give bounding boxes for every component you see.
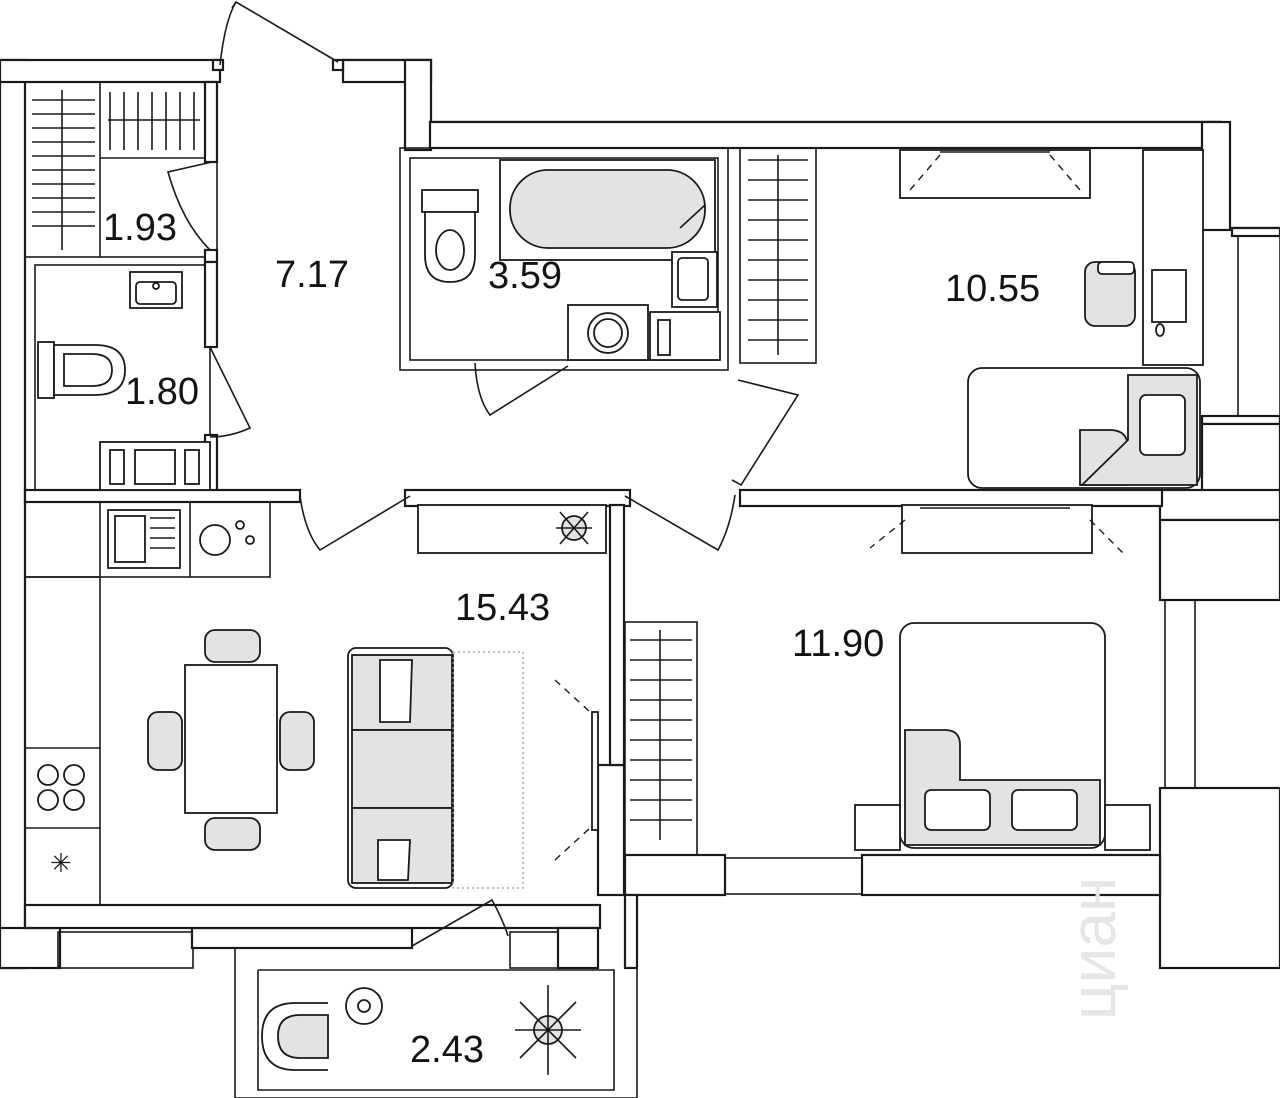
room-area-balcony: 2.43 xyxy=(410,1029,484,1071)
wardrobe-door xyxy=(167,161,213,251)
small-bedroom-furniture xyxy=(899,149,1204,489)
tv-icon xyxy=(899,149,1091,199)
kitchen-fixtures: ✳ xyxy=(37,509,255,879)
toilet-icon xyxy=(37,341,126,399)
room-area-bathroom: 3.59 xyxy=(488,255,562,297)
tv-icon xyxy=(554,679,599,861)
stove-icon xyxy=(37,764,85,811)
room-area-toilet: 1.80 xyxy=(125,371,199,413)
sink-icon xyxy=(129,271,183,309)
radiator-icon xyxy=(99,441,211,491)
chair-icon xyxy=(1084,261,1136,327)
toilet-door xyxy=(209,346,252,438)
large-bedroom-furniture xyxy=(630,504,1151,851)
bed-icon xyxy=(854,622,1151,851)
interior-doors[interactable] xyxy=(167,161,800,947)
wardrobe-shelving xyxy=(630,630,692,840)
svg-text:✳: ✳ xyxy=(50,849,72,879)
room-area-bedroom-large: 11.90 xyxy=(792,623,884,665)
bathroom-door xyxy=(474,362,569,417)
toilet-icon xyxy=(421,189,479,283)
outer-walls xyxy=(0,58,1280,1098)
sink-icon xyxy=(671,251,718,308)
washing-machine-icon xyxy=(567,304,649,361)
wardrobe-shelving xyxy=(32,90,200,250)
toilet-fixtures xyxy=(37,271,211,491)
bathroom-fixtures xyxy=(421,159,721,361)
entrance-door[interactable] xyxy=(211,0,345,72)
room-area-wardrobe: 1.93 xyxy=(103,207,177,249)
desk-icon xyxy=(1142,149,1204,366)
bathtub-icon xyxy=(499,159,716,261)
plant-icon xyxy=(515,985,581,1075)
dining-table-icon xyxy=(147,629,315,851)
balcony-door xyxy=(411,898,509,947)
tv-icon xyxy=(869,504,1126,556)
room-area-living-kitchen: 15.43 xyxy=(455,587,550,629)
wardrobe-shelving xyxy=(748,155,808,355)
room-area-hallway: 7.17 xyxy=(275,254,349,296)
watermark-text: циан xyxy=(1057,877,1129,1020)
balcony-furniture xyxy=(261,985,581,1075)
bed-icon xyxy=(967,367,1201,489)
plant-icon xyxy=(556,511,592,545)
dishwasher-icon xyxy=(199,520,255,556)
room-labels: 1.93 7.17 3.59 10.55 1.80 15.43 11.90 2.… xyxy=(103,207,1040,1071)
sink-icon xyxy=(107,509,181,569)
armchair-icon xyxy=(261,1002,329,1071)
bedroom-small-door xyxy=(731,379,800,487)
living-furniture xyxy=(147,504,607,889)
bedroom-large-door xyxy=(624,494,736,552)
sofa-icon xyxy=(347,647,454,889)
living-door xyxy=(299,495,411,552)
table-icon xyxy=(345,987,383,1025)
room-area-bedroom-small: 10.55 xyxy=(945,268,1040,310)
fridge-icon: ✳ xyxy=(50,849,72,879)
